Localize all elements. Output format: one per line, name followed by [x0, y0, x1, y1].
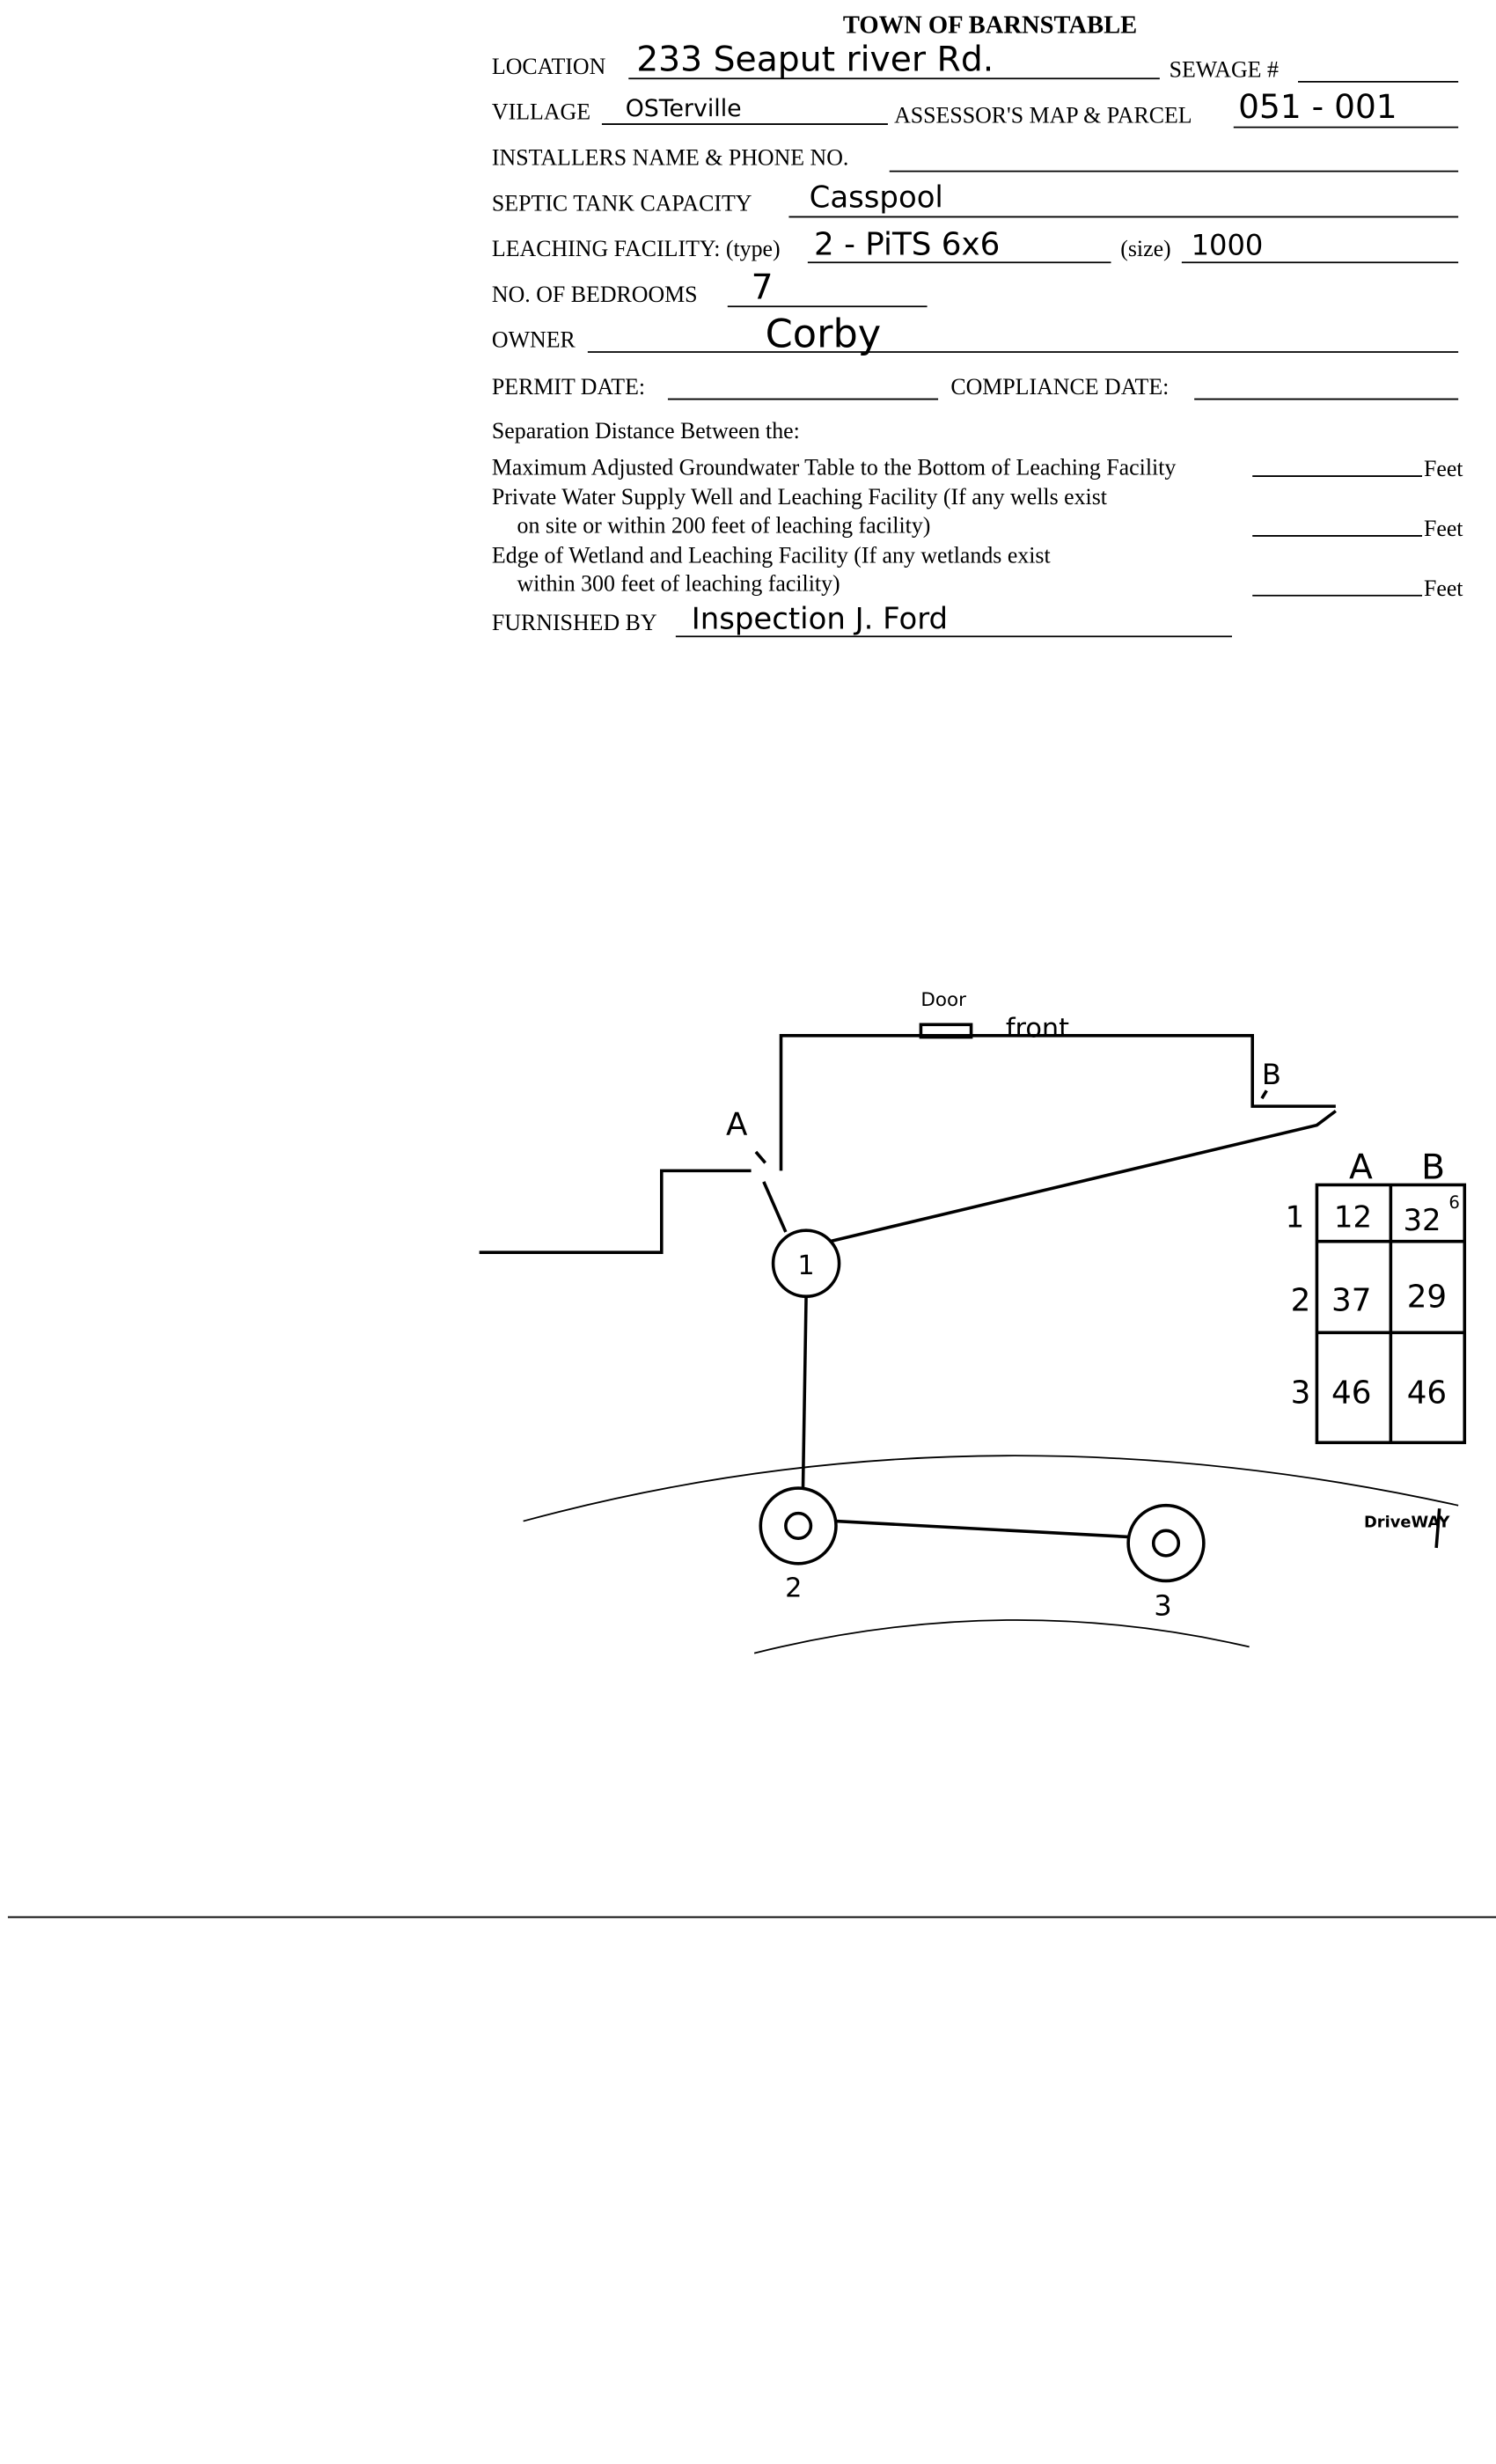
sep-groundwater: Maximum Adjusted Groundwater Table to th…: [492, 454, 1176, 480]
furnished-label: FURNISHED BY: [492, 610, 657, 635]
location-value: 233 Seaput river Rd.: [636, 40, 994, 79]
pit-3-label: 3: [1154, 1589, 1171, 1623]
leaching-label: LEACHING FACILITY: (type): [492, 236, 781, 261]
table-cell-2a: 37: [1331, 1282, 1371, 1318]
village-label: VILLAGE: [492, 99, 590, 125]
bedrooms-value: 7: [752, 268, 774, 307]
sep-well-1: Private Water Supply Well and Leaching F…: [492, 484, 1108, 510]
feet-2: Feet: [1424, 516, 1463, 541]
sewage-label: SEWAGE #: [1170, 57, 1279, 83]
line-pit2-to-pit3: [835, 1519, 1129, 1539]
driveway-edge-bottom: [753, 1619, 1250, 1654]
map-parcel-value: 051 - 001: [1238, 87, 1397, 126]
owner-label: OWNER: [492, 327, 576, 353]
table-cell-3a: 46: [1331, 1375, 1371, 1412]
sep-well-2: on site or within 200 feet of leaching f…: [517, 512, 931, 538]
table-header-b: B: [1421, 1148, 1445, 1187]
line-pit1-to-pit2: [801, 1296, 808, 1489]
house-outline: [779, 1034, 1336, 1171]
village-value: OSTerville: [626, 95, 742, 122]
owner-value: Corby: [766, 312, 882, 357]
pit-3: [1126, 1503, 1206, 1583]
feet-3: Feet: [1424, 576, 1463, 601]
permit-label: PERMIT DATE:: [492, 374, 645, 400]
door-label: Door: [920, 989, 966, 1011]
bedrooms-label: NO. OF BEDROOMS: [492, 282, 698, 307]
septic-label: SEPTIC TANK CAPACITY: [492, 190, 752, 216]
driveway-label: DriveWAY: [1364, 1514, 1450, 1532]
compliance-label: COMPLIANCE DATE:: [950, 374, 1169, 400]
feet-1: Feet: [1424, 456, 1463, 481]
pit-2-label: 2: [785, 1573, 802, 1603]
pit-2: [759, 1486, 838, 1566]
separation-heading: Separation Distance Between the:: [492, 418, 800, 444]
table-header-a: A: [1349, 1148, 1373, 1187]
table-row-label-2: 2: [1291, 1282, 1311, 1318]
front-label: front: [1006, 1014, 1069, 1045]
door-symbol: [919, 1023, 973, 1039]
house-outline-left: [479, 1169, 752, 1254]
sep-wetland-2: within 300 feet of leaching facility): [517, 570, 840, 596]
table-cell-2b: 29: [1407, 1280, 1447, 1316]
table-cell-1b-sup: 6: [1448, 1192, 1460, 1213]
line-b-to-pit1: [829, 1110, 1337, 1243]
location-label: LOCATION: [492, 54, 606, 79]
site-sketch: Door front A B 1 2 3 DriveWAY A B 1 12 3…: [479, 989, 1467, 1654]
table-row-label-1: 1: [1286, 1200, 1305, 1235]
driveway-edge-top: [523, 1455, 1459, 1522]
pit-1-label: 1: [797, 1250, 814, 1281]
septic-value: Casspool: [810, 180, 943, 215]
table-row-label-3: 3: [1291, 1375, 1311, 1412]
sep-wetland-1: Edge of Wetland and Leaching Facility (I…: [492, 542, 1052, 568]
corner-a-label: A: [726, 1106, 748, 1142]
size-value: 1000: [1192, 228, 1264, 261]
form-title: TOWN OF BARNSTABLE: [843, 12, 1137, 40]
table-cell-1b: 32: [1403, 1203, 1441, 1237]
furnished-value: Inspection J. Ford: [692, 601, 948, 635]
installers-label: INSTALLERS NAME & PHONE NO.: [492, 145, 848, 171]
line-a-to-pit1: [762, 1181, 788, 1233]
table-cell-1a: 12: [1334, 1200, 1372, 1235]
table-cell-3b: 46: [1407, 1375, 1447, 1412]
size-label: (size): [1120, 236, 1170, 261]
corner-b-label: B: [1262, 1058, 1281, 1091]
leaching-value: 2 - PiTS 6x6: [814, 226, 1000, 262]
distance-table: A B 1 12 32 6 2 37 29 3 46 46: [1286, 1148, 1467, 1445]
map-parcel-label: ASSESSOR'S MAP & PARCEL: [894, 102, 1192, 128]
